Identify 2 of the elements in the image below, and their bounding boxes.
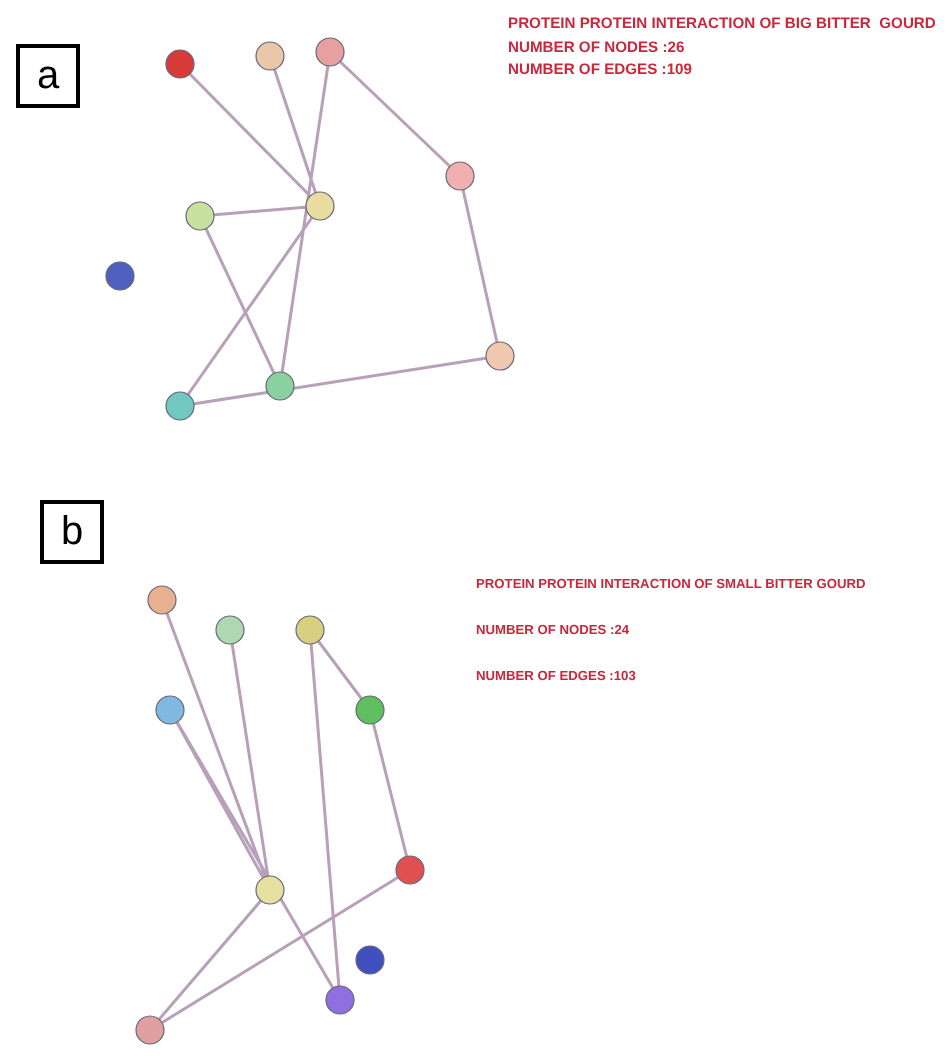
panel-label: a	[16, 44, 80, 108]
panel-label: b	[40, 500, 104, 564]
